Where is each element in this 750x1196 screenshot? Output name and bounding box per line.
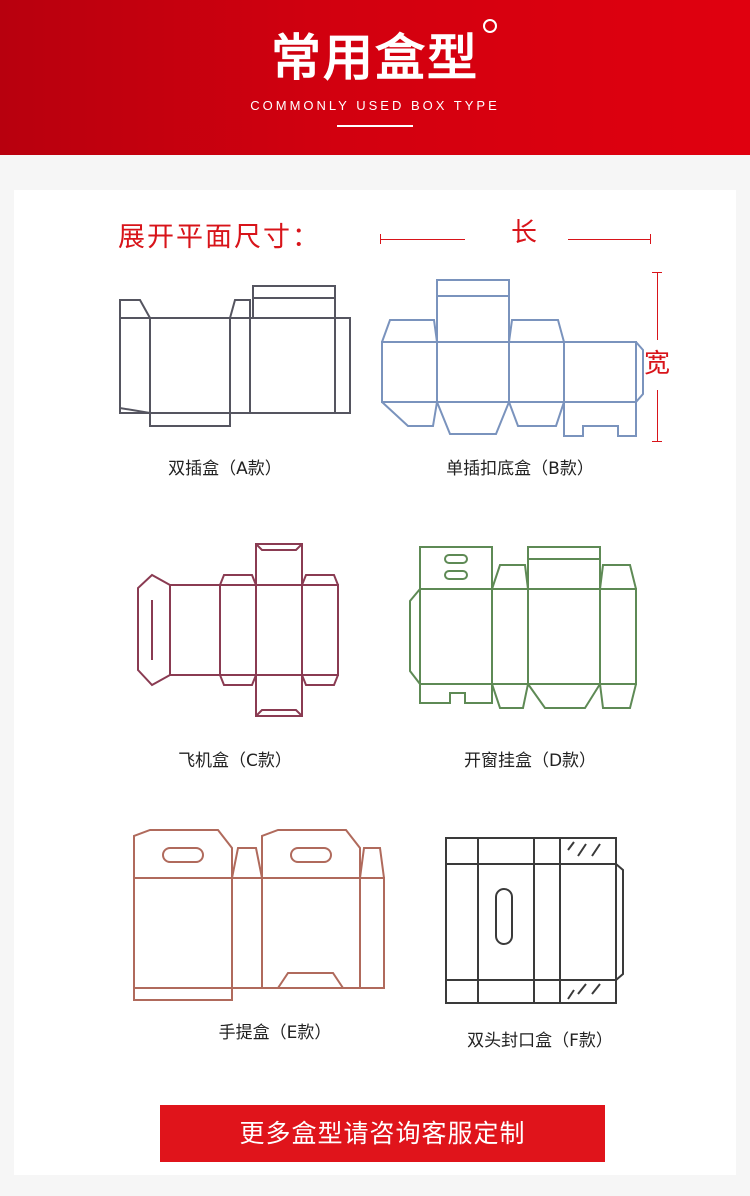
unfolded-size-label: 展开平面尺寸： [118, 222, 321, 253]
subtitle-underline [337, 125, 413, 127]
double-tuck-box-dieline-icon [119, 285, 351, 427]
box-b-caption: 单插扣底盒（B款） [446, 459, 594, 479]
length-label: 长 [511, 218, 538, 248]
length-line-left [380, 239, 465, 240]
box-a-caption: 双插盒（A款） [168, 459, 282, 479]
window-hanger-box-dieline-icon [409, 546, 637, 709]
page-title: 常用盒型 [271, 28, 479, 87]
degree-ornament-icon [483, 19, 497, 33]
width-line-top [657, 272, 658, 340]
box-c-caption: 飞机盒（C款） [178, 751, 292, 771]
width-line-bottom [657, 390, 658, 442]
header-banner: 常用盒型 COMMONLY USED BOX TYPE [0, 0, 750, 155]
content-panel [0, 155, 750, 1196]
width-tick-bottom [652, 441, 662, 442]
length-line-right [568, 239, 650, 240]
page-subtitle: COMMONLY USED BOX TYPE [250, 98, 500, 113]
double-seal-box-dieline-icon [445, 837, 624, 1004]
mailer-box-dieline-icon [137, 543, 339, 717]
width-label: 宽 [644, 349, 671, 379]
box-f-caption: 双头封口盒（F款） [467, 1031, 613, 1051]
length-tick-right [650, 234, 651, 244]
handle-box-dieline-icon [133, 829, 385, 1001]
snap-lock-bottom-box-dieline-icon [381, 279, 644, 437]
box-d-caption: 开窗挂盒（D款） [463, 751, 597, 771]
content-card [14, 190, 736, 1175]
box-e-caption: 手提盒（E款） [218, 1023, 332, 1043]
custom-box-inquiry-button[interactable]: 更多盒型请咨询客服定制 [160, 1105, 605, 1162]
